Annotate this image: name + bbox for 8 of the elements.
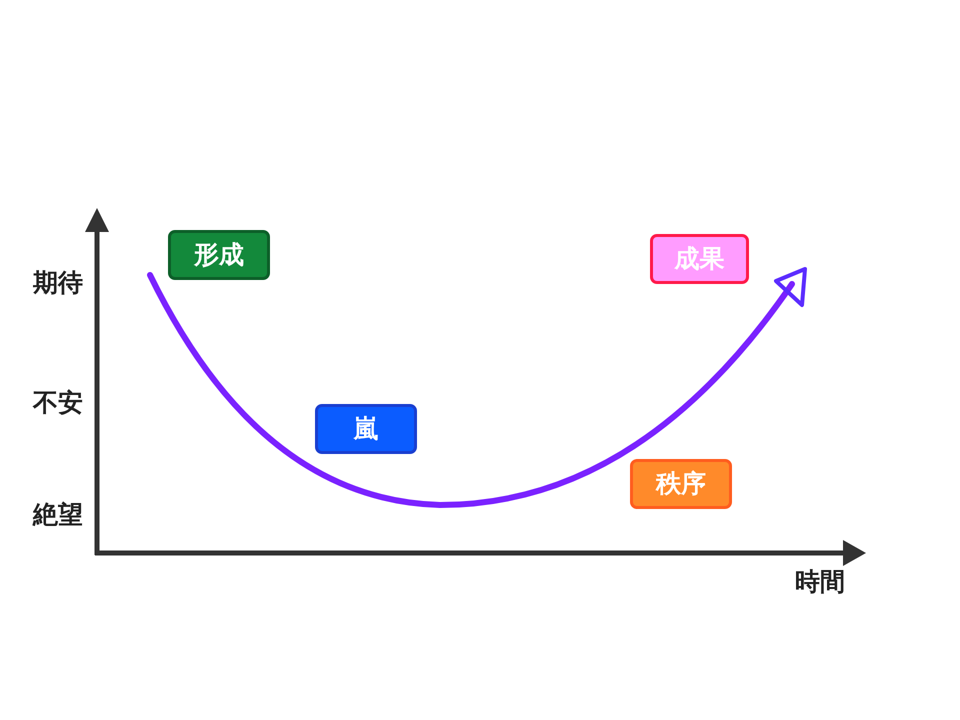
stage-box: 成果 xyxy=(650,234,749,284)
stage-box: 嵐 xyxy=(315,404,417,454)
y-axis-level-label: 期待 xyxy=(33,270,83,295)
y-axis-level-label: 絶望 xyxy=(33,502,83,527)
x-axis-label: 時間 xyxy=(795,569,845,594)
y-axis-level-label: 不安 xyxy=(33,390,83,415)
stage-box: 秩序 xyxy=(630,459,732,509)
stage-box: 形成 xyxy=(168,230,270,280)
